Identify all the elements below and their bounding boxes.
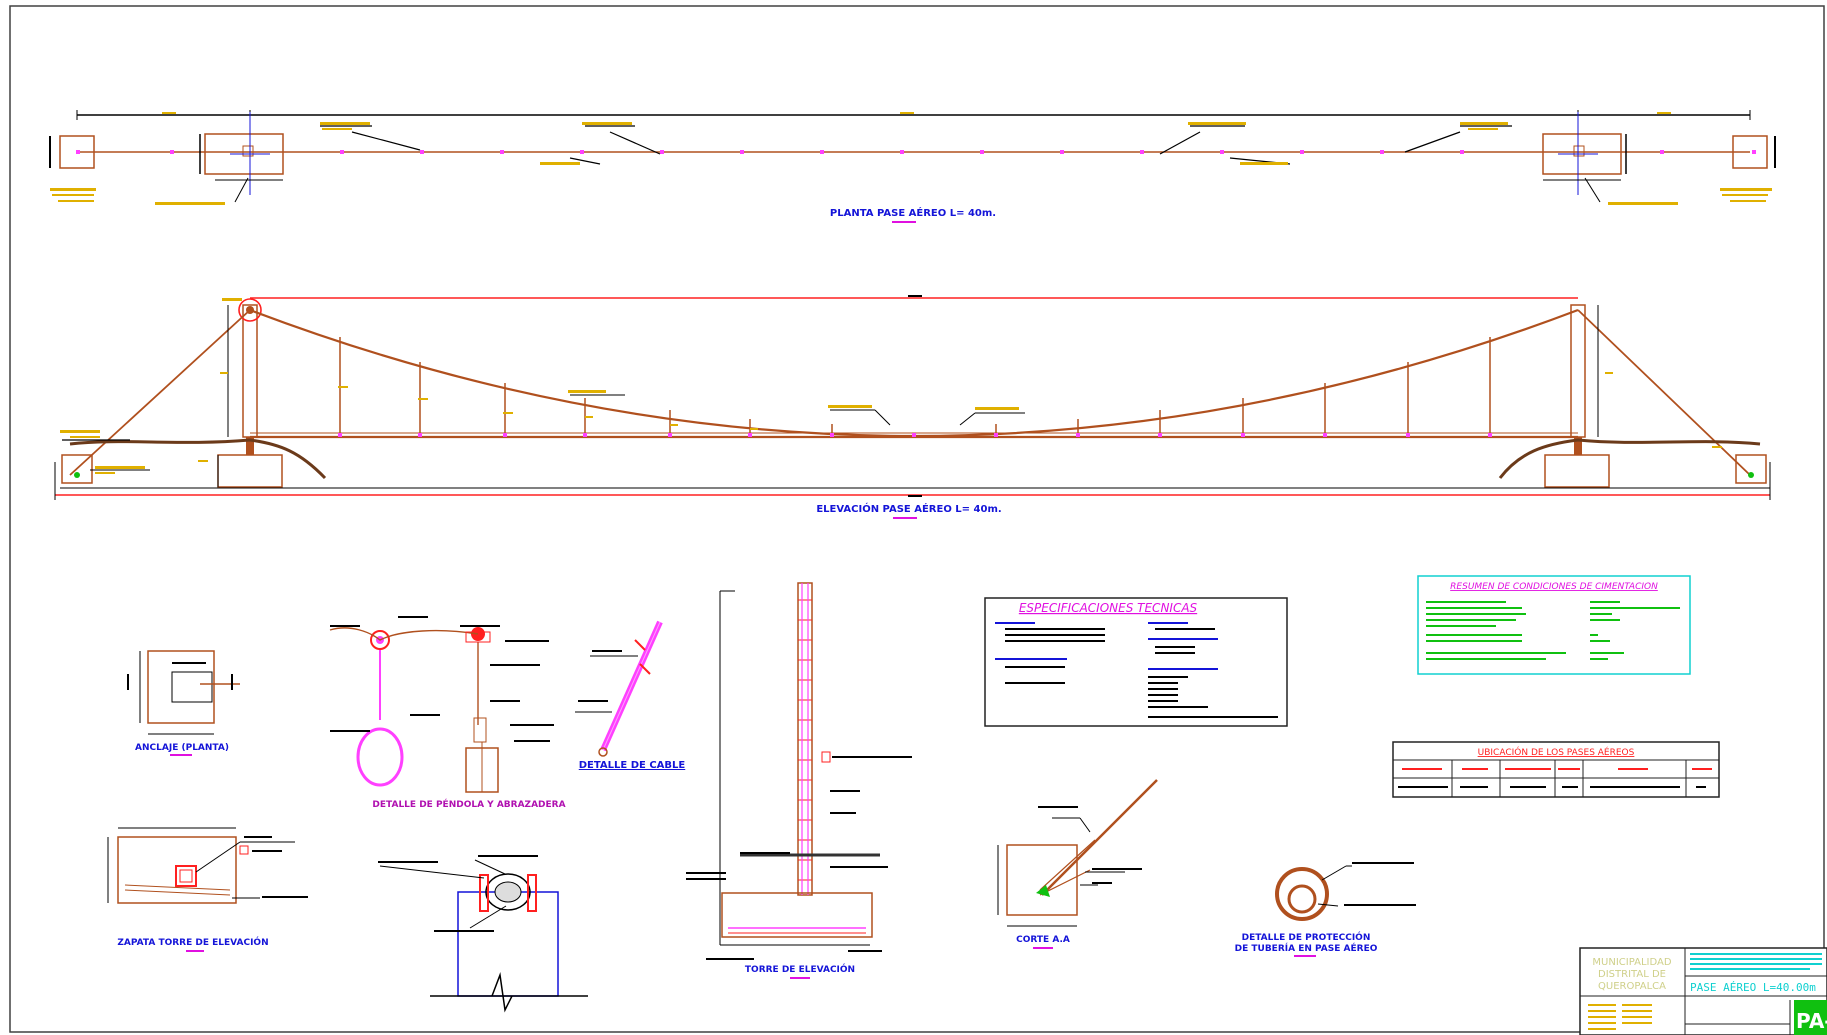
title-block-sheet: PA-01 <box>1796 1009 1827 1033</box>
pendola-title: DETALLE DE PÉNDOLA Y ABRAZADERA <box>372 798 565 810</box>
pendola-detail: DETALLE DE PÉNDOLA Y ABRAZADERA <box>329 616 566 810</box>
protection-title-1: DETALLE DE PROTECCIÓN <box>1242 931 1371 943</box>
anchor-plan-detail: ANCLAJE (PLANTA) <box>127 650 240 756</box>
title-block-org-2: DISTRITAL DE <box>1598 969 1666 980</box>
footing-detail: ZAPATA TORRE DE ELEVACIÓN <box>107 827 308 952</box>
pipe-protection-detail: DETALLE DE PROTECCIÓN DE TUBERÍA EN PASE… <box>1235 862 1416 957</box>
specs-box: ESPECIFICACIONES TECNICAS <box>984 597 1288 727</box>
anchor-plan-title: ANCLAJE (PLANTA) <box>135 743 229 753</box>
specs-title: ESPECIFICACIONES TECNICAS <box>1019 601 1198 615</box>
tower-title: TORRE DE ELEVACIÓN <box>745 963 855 975</box>
sheet-border <box>9 5 1825 1033</box>
tower-detail: TORRE DE ELEVACIÓN <box>686 582 912 979</box>
plan-view: PLANTA PASE AÉREO L= 40m. <box>49 110 1776 223</box>
section-title: CORTE A.A <box>1016 935 1070 945</box>
plan-title: PLANTA PASE AÉREO L= 40m. <box>830 206 996 219</box>
footing-title: ZAPATA TORRE DE ELEVACIÓN <box>117 936 268 948</box>
clamp-detail <box>378 855 588 1013</box>
title-block-drawing: PASE AÉREO L=40.00m <box>1690 981 1816 994</box>
cable-title: DETALLE DE CABLE <box>579 760 686 771</box>
title-block-org-3: QUEROPALCA <box>1598 981 1666 992</box>
title-block: MUNICIPALIDAD DISTRITAL DE QUEROPALCA PA… <box>1579 947 1827 1035</box>
title-block-org-1: MUNICIPALIDAD <box>1592 957 1671 968</box>
elevation-view: ELEVACIÓN PASE AÉREO L= 40m. <box>54 295 1771 519</box>
foundation-summary-box: RESUMEN DE CONDICIONES DE CIMENTACION <box>1417 575 1691 675</box>
section-aa-detail: CORTE A.A <box>997 779 1158 949</box>
protection-title-2: DE TUBERÍA EN PASE AÉREO <box>1235 942 1378 954</box>
cable-detail: DETALLE DE CABLE <box>575 620 686 771</box>
foundation-title: RESUMEN DE CONDICIONES DE CIMENTACION <box>1450 582 1658 592</box>
elevation-title: ELEVACIÓN PASE AÉREO L= 40m. <box>816 502 1001 515</box>
location-table: UBICACIÓN DE LOS PASES AÉREOS <box>1392 741 1720 798</box>
location-title: UBICACIÓN DE LOS PASES AÉREOS <box>1478 746 1635 758</box>
